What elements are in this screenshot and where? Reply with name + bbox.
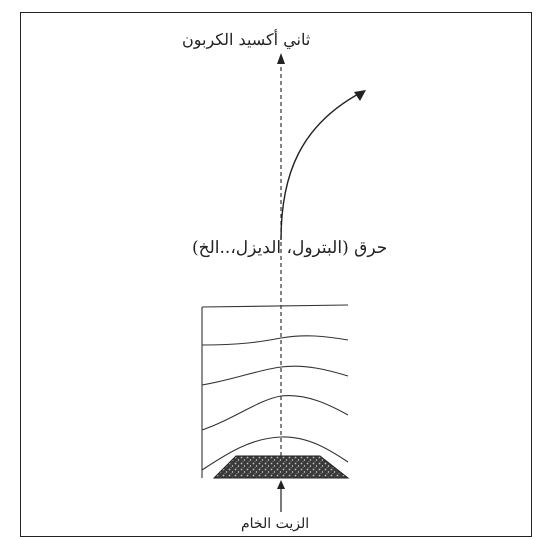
crude-oil-deposit xyxy=(212,455,350,479)
combustion-label: حرق (البترول، الديزل،..الخ) xyxy=(192,238,388,258)
co2-label: ثاني أكسيد الكربون xyxy=(182,30,311,49)
curved-emission-arrow xyxy=(280,91,363,241)
layer-line-2 xyxy=(201,335,349,346)
curved-arrowhead xyxy=(354,90,366,101)
figure-frame xyxy=(20,12,532,537)
bottom-arrowhead xyxy=(277,480,285,489)
layer-line-3 xyxy=(201,365,349,386)
up-arrowhead xyxy=(277,53,285,64)
layer-line-5 xyxy=(201,436,349,471)
crude-oil-label: الزيت الخام xyxy=(241,516,310,532)
layer-line-4 xyxy=(201,394,349,431)
layer-line-1 xyxy=(201,304,349,308)
